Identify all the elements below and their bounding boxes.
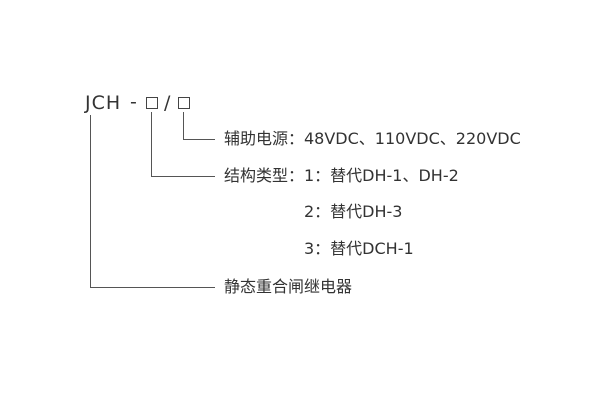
structure-type-label: 结构类型：1：替代DH-1、DH-2 <box>224 166 459 185</box>
model-slash: / <box>164 92 172 114</box>
connector-vline-structure-type <box>151 112 152 176</box>
connector-vline-relay-name <box>90 115 91 287</box>
model-dash: - <box>130 91 138 113</box>
connector-hline-relay-name <box>90 287 215 288</box>
connector-hline-structure-type <box>151 176 215 177</box>
structure-type-option-3: 3：替代DCH-1 <box>304 239 414 258</box>
placeholder-square-aux-power <box>178 97 190 109</box>
aux-power-label: 辅助电源：48VDC、110VDC、220VDC <box>224 129 521 148</box>
model-prefix: JCH <box>85 92 122 114</box>
connector-hline-aux-power <box>183 139 215 140</box>
structure-type-option-2: 2：替代DH-3 <box>304 202 403 221</box>
relay-name-label: 静态重合闸继电器 <box>224 277 353 296</box>
connector-vline-aux-power <box>183 112 184 139</box>
placeholder-square-structure-type <box>146 97 158 109</box>
